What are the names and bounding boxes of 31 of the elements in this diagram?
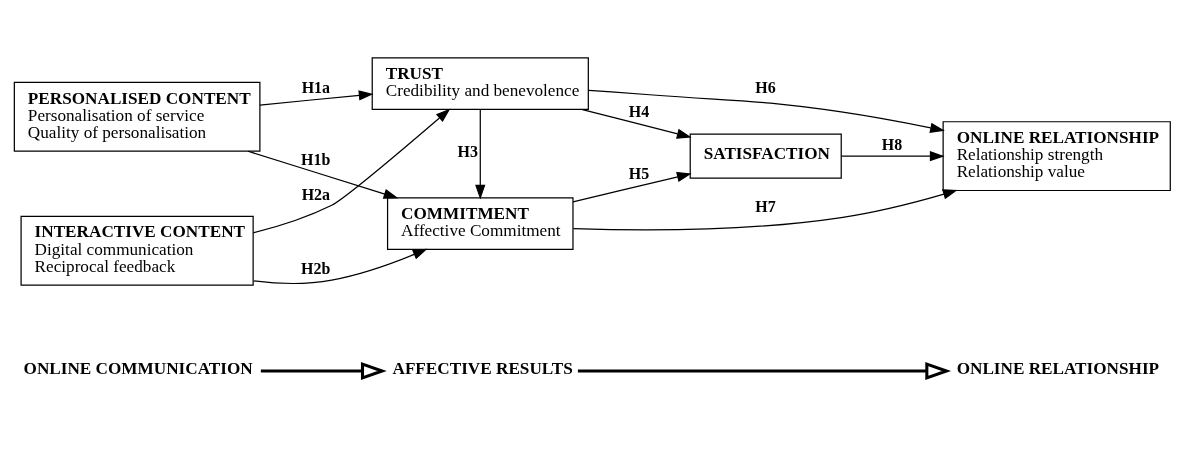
edge-label: H2b bbox=[301, 259, 331, 277]
node-box: SATISFACTION bbox=[689, 132, 842, 179]
edge-label: H8 bbox=[881, 135, 903, 153]
node-text: ONLINE RELATIONSHIP bbox=[956, 358, 1160, 378]
arrow bbox=[259, 89, 374, 106]
edge-label: H6 bbox=[755, 78, 776, 96]
arrow bbox=[260, 361, 387, 380]
arrow bbox=[577, 361, 952, 380]
arrow bbox=[572, 171, 692, 202]
edge-label: H4 bbox=[628, 102, 650, 120]
edge-label: H5 bbox=[628, 164, 650, 182]
node-box: TRUST Credibility and benevolence bbox=[371, 56, 589, 110]
arrow bbox=[588, 89, 945, 133]
node-box: COMMITMENT Affective Commitment bbox=[386, 196, 574, 250]
arrow bbox=[252, 108, 451, 233]
edge-label: H3 bbox=[457, 142, 478, 160]
edge-label: H1a bbox=[301, 78, 331, 96]
node-box: INTERACTIVE CONTENT Digital communication Reciprocal feedback bbox=[20, 215, 254, 286]
node-box: ONLINE RELATIONSHIP Relationship strength Relationship value bbox=[942, 120, 1171, 191]
arrow bbox=[252, 248, 428, 284]
edge-label: H2a bbox=[301, 185, 331, 203]
edge-label: H1b bbox=[301, 150, 331, 168]
arrow bbox=[572, 188, 958, 230]
arrow bbox=[840, 150, 945, 161]
arrow bbox=[247, 150, 399, 199]
node-box: PERSONALISED CONTENT Personalisation of service Quality of personalisation bbox=[13, 81, 261, 152]
arrow bbox=[581, 108, 692, 139]
edge-label: H7 bbox=[755, 197, 776, 215]
node-text: ONLINE COMMUNICATION bbox=[23, 358, 253, 378]
arrow bbox=[475, 108, 486, 199]
node-text: AFFECTIVE RESULTS bbox=[392, 358, 573, 378]
